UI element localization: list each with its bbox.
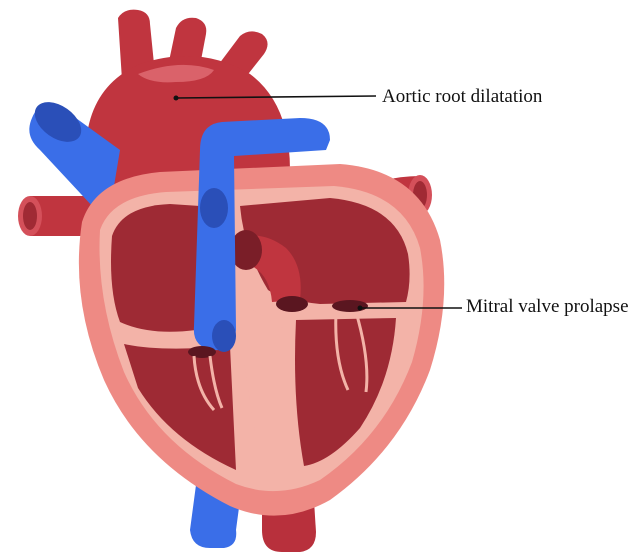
- aortic-valve: [276, 296, 308, 312]
- mitral-valve: [332, 300, 368, 312]
- tricuspid-valve: [188, 346, 216, 358]
- label-mitral-valve-prolapse: Mitral valve prolapse: [466, 296, 629, 318]
- label-aortic-root-dilatation: Aortic root dilatation: [382, 86, 542, 108]
- right-atrium: [111, 204, 200, 332]
